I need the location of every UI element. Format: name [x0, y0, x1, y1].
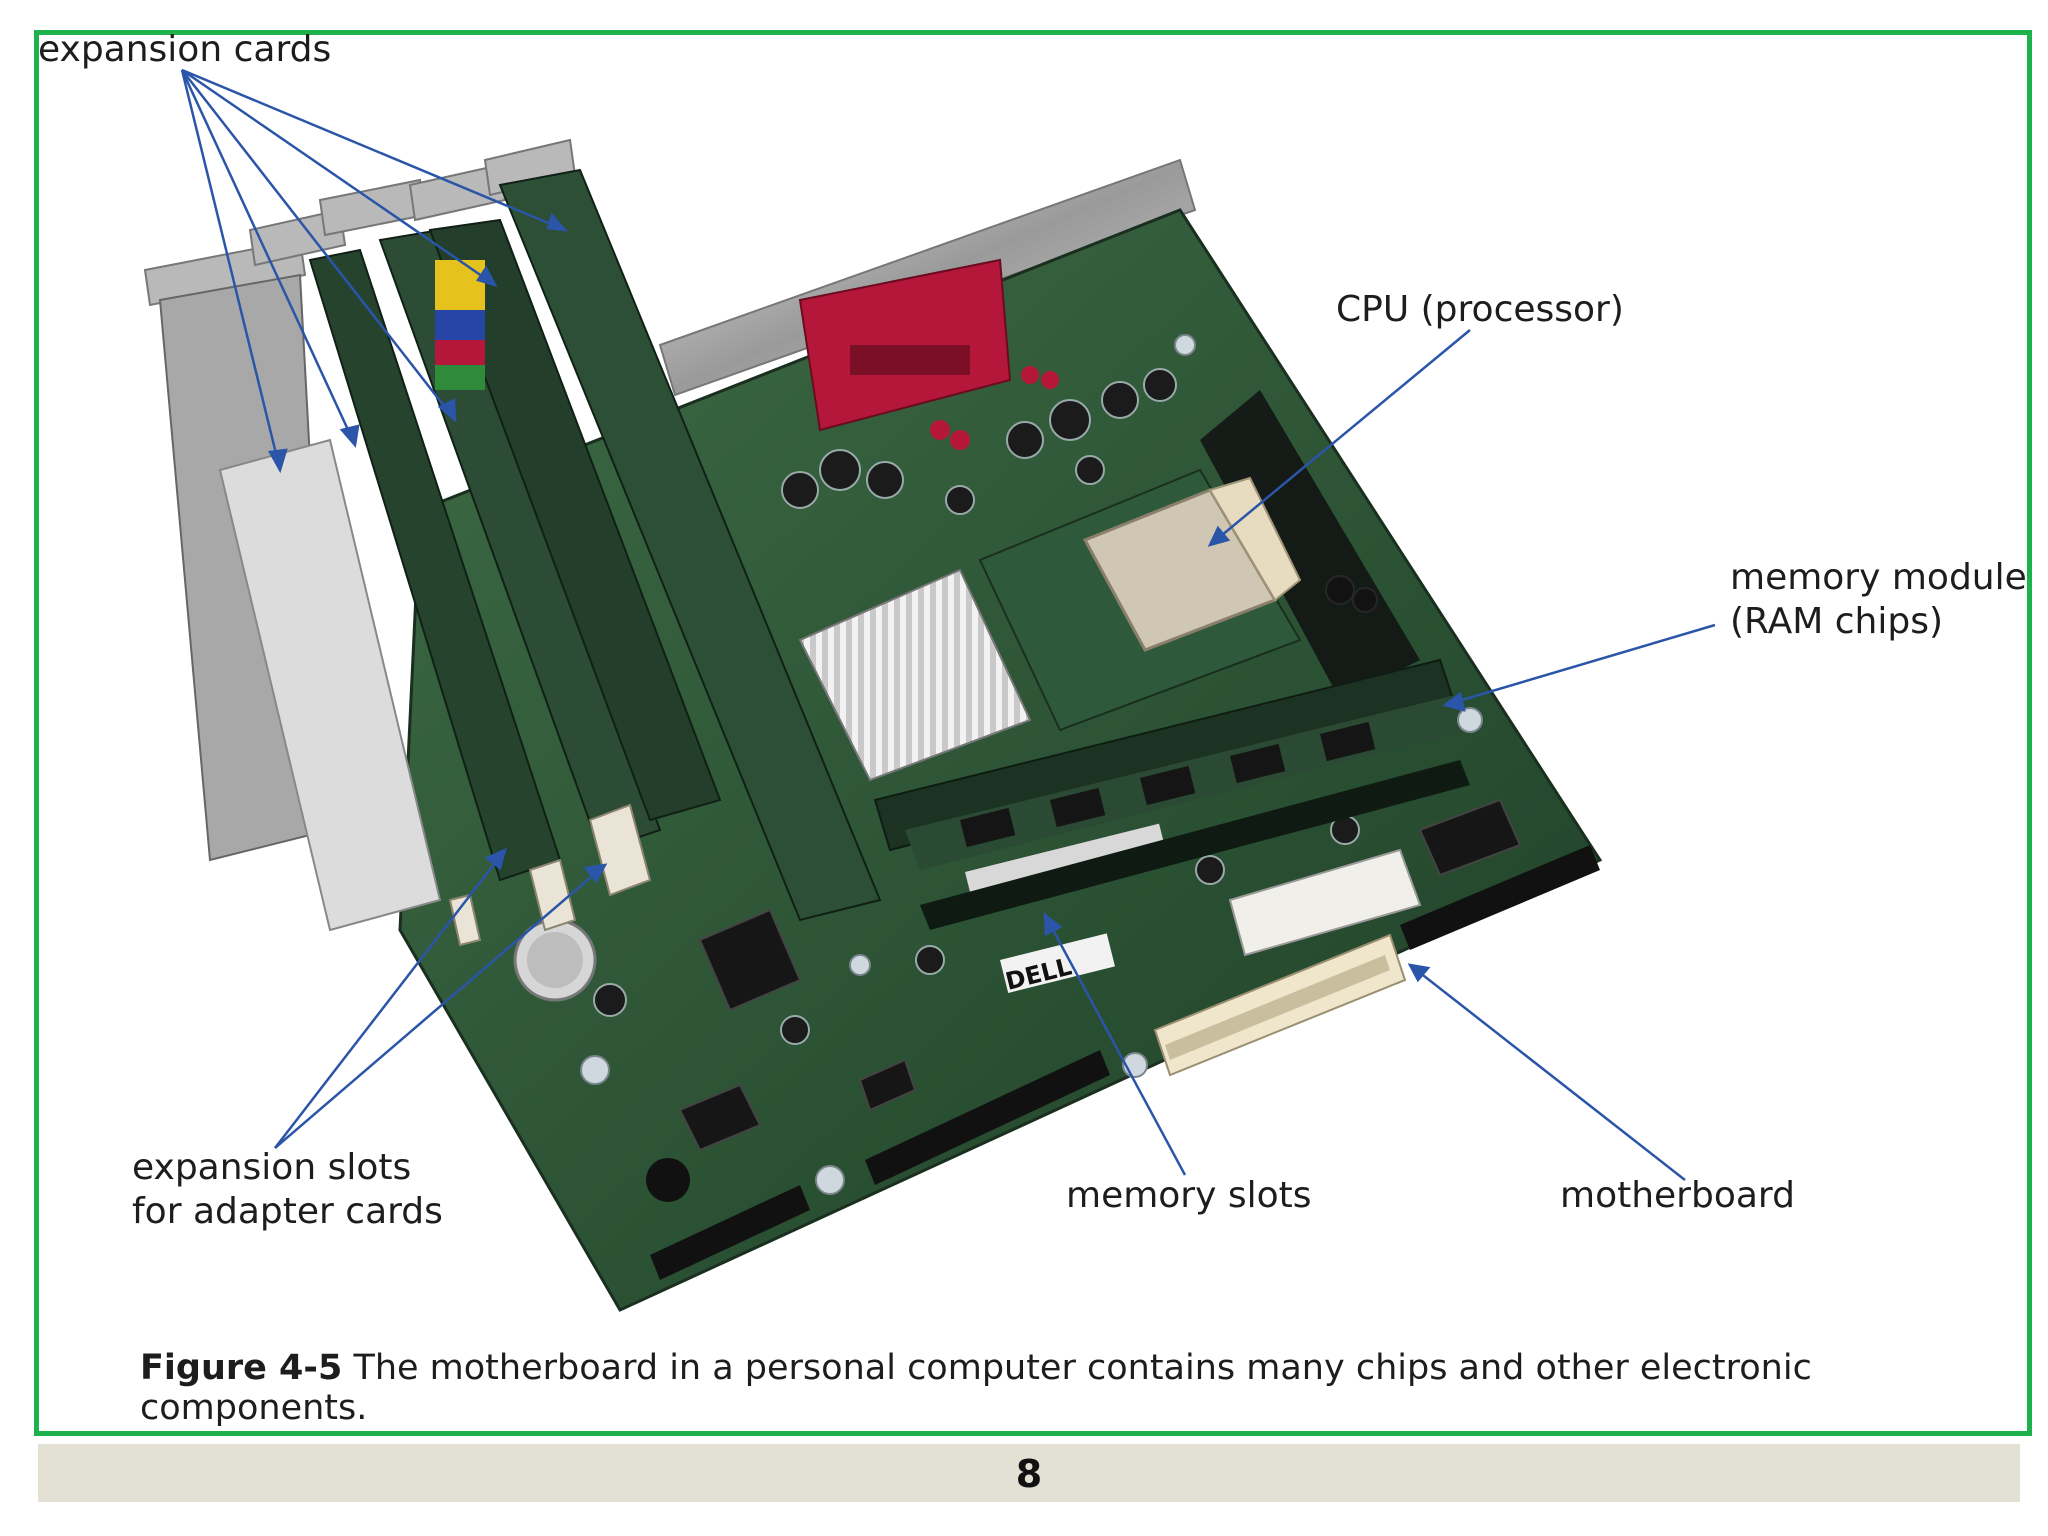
label-expansion-slots: expansion slots for adapter cards [132, 1146, 443, 1234]
label-cpu: CPU (processor) [1336, 289, 1624, 330]
heatsink [798, 568, 1032, 782]
memory-slot-strip [920, 760, 1470, 930]
pci-slots [448, 803, 652, 947]
figure-number: Figure 4-5 [140, 1348, 343, 1388]
power-connector [1228, 848, 1422, 957]
parallel-port [798, 258, 1012, 432]
label-expansion-slots-line1: expansion slots [132, 1147, 412, 1188]
figure-caption: Figure 4-5 The motherboard in a personal… [140, 1348, 1840, 1428]
figure-frame [34, 30, 2032, 1436]
page-number: 8 [1015, 1452, 1043, 1496]
page-footer: 8 [38, 1444, 2020, 1502]
label-expansion-cards: expansion cards [38, 29, 332, 70]
cpu-socket-frame [1200, 390, 1420, 700]
label-expansion-slots-line2: for adapter cards [132, 1191, 443, 1232]
ide-connector [1153, 933, 1407, 1077]
pointer-lines [180, 68, 1716, 1181]
figure-caption-text: The motherboard in a personal computer c… [140, 1348, 1812, 1428]
label-memory-module-line1: memory module [1730, 557, 2027, 598]
label-memory-slots: memory slots [1066, 1175, 1312, 1216]
label-memory-module-line2: (RAM chips) [1730, 601, 1943, 642]
expansion-cards [143, 138, 882, 932]
memory-modules [873, 658, 1470, 896]
label-memory-module: memory module (RAM chips) [1730, 556, 2027, 644]
label-motherboard: motherboard [1560, 1175, 1795, 1216]
